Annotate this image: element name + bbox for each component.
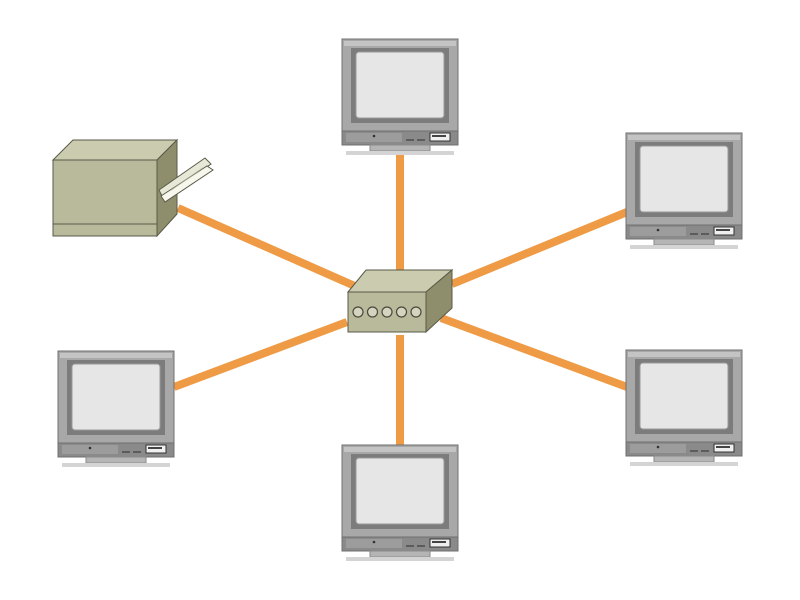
switch-port xyxy=(395,306,408,318)
screen xyxy=(355,51,445,119)
monitor-foot xyxy=(653,238,715,246)
switch-side xyxy=(425,268,453,334)
computer-icon xyxy=(625,132,743,249)
switch-port xyxy=(410,306,422,318)
monitor-shadow xyxy=(62,463,170,467)
monitor-shadow xyxy=(630,245,738,249)
monitor-foot xyxy=(369,550,431,558)
network-switch xyxy=(346,268,454,334)
monitor-foot xyxy=(85,456,147,464)
drive-slot xyxy=(432,135,446,137)
monitor-shadow xyxy=(346,557,454,561)
printer-top xyxy=(51,139,179,161)
monitor-highlight xyxy=(628,135,740,140)
screen xyxy=(639,145,729,213)
network-nodes xyxy=(51,38,743,561)
switch-port xyxy=(366,306,379,318)
monitor-highlight xyxy=(628,352,740,357)
base-panel xyxy=(62,445,118,454)
drive-slot xyxy=(716,446,730,448)
computer-icon xyxy=(341,38,459,155)
monitor-shadow xyxy=(630,462,738,466)
screen xyxy=(355,457,445,525)
cable-link xyxy=(172,318,349,391)
cable-link xyxy=(176,204,359,291)
power-led xyxy=(88,446,92,450)
switch-port xyxy=(381,306,393,318)
screen xyxy=(639,362,729,430)
cable-links xyxy=(172,152,629,445)
base-panel xyxy=(346,133,402,142)
drive-slot xyxy=(716,229,730,231)
power-led xyxy=(656,445,660,449)
screen xyxy=(71,363,161,431)
monitor-highlight xyxy=(344,447,456,452)
base-panel xyxy=(346,539,402,548)
printer-front xyxy=(52,159,158,237)
switch-icon xyxy=(346,268,454,334)
monitor-foot xyxy=(369,144,431,152)
printer-icon xyxy=(51,138,214,238)
cable-link xyxy=(450,208,629,288)
base-panel xyxy=(630,444,686,453)
power-led xyxy=(372,540,376,544)
paper-line xyxy=(170,167,204,191)
switch-port xyxy=(352,306,364,318)
computer-icon xyxy=(625,349,743,466)
power-led xyxy=(372,134,376,138)
monitor-highlight xyxy=(344,41,456,46)
drive-slot xyxy=(432,541,446,543)
monitor-shadow xyxy=(346,151,454,155)
monitor-highlight xyxy=(60,353,172,358)
computer-icon xyxy=(57,350,175,467)
power-led xyxy=(656,228,660,232)
computer-icon xyxy=(341,444,459,561)
monitor-foot xyxy=(653,455,715,463)
base-panel xyxy=(630,227,686,236)
cable-link xyxy=(439,314,629,391)
drive-slot xyxy=(148,447,162,449)
